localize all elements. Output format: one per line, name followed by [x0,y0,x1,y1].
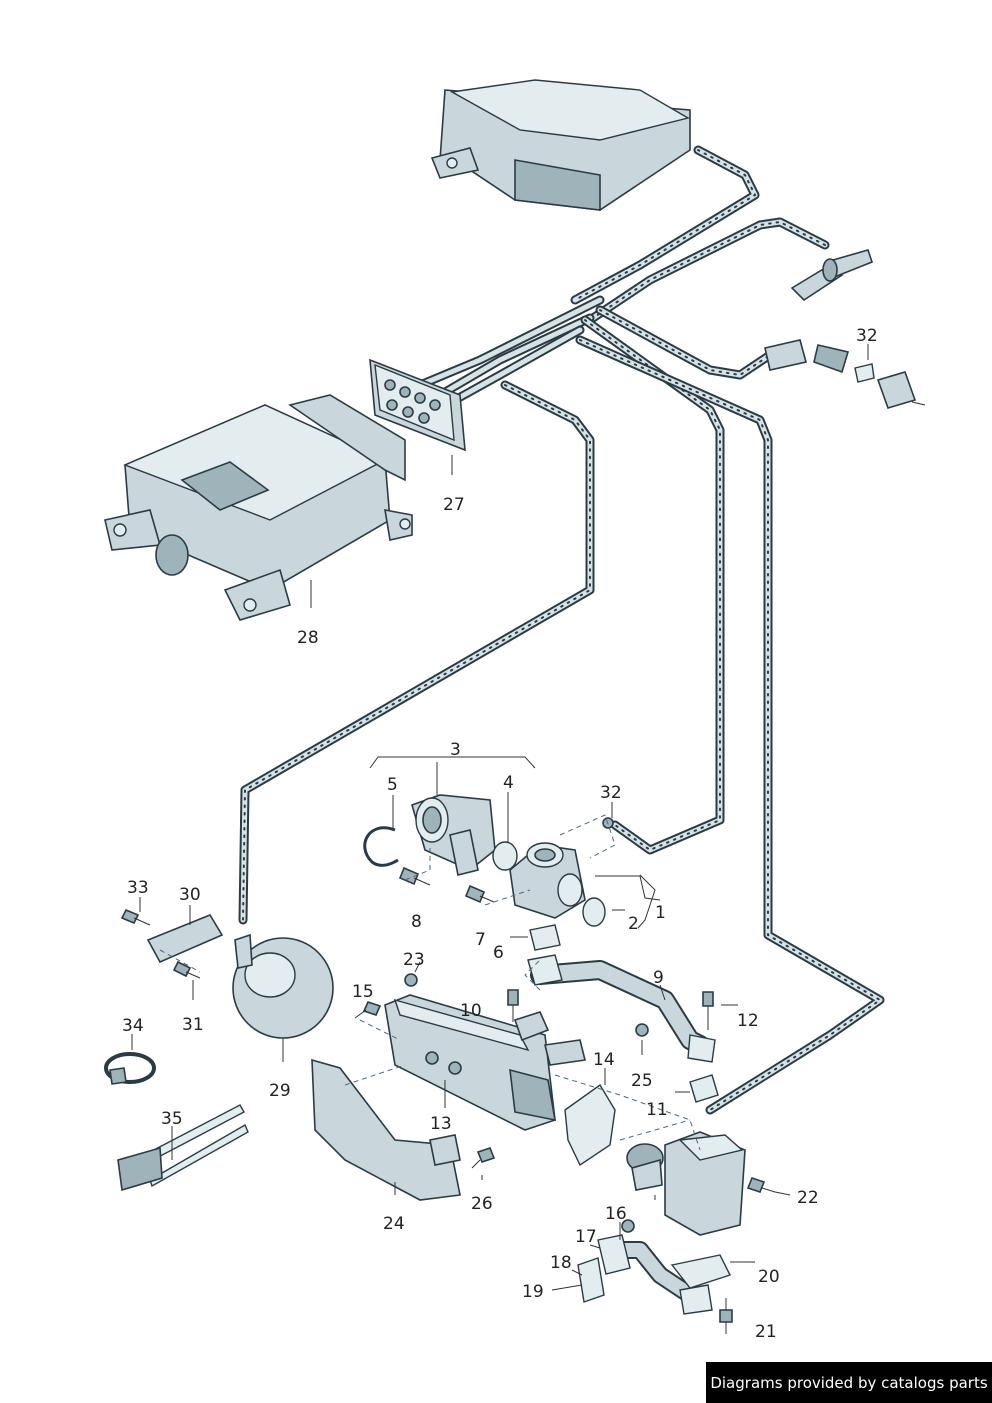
callout-17: 17 [575,1227,597,1247]
gasket-6 [529,924,561,951]
bracket-30 [146,914,224,964]
spring-clip [363,826,399,867]
credit-text: Diagrams provided by catalogs parts [710,1373,988,1392]
callout-16: 16 [605,1204,627,1224]
hose-clamp [104,1052,156,1085]
callout-7: 7 [475,930,486,950]
callout-28: 28 [297,628,319,648]
vacuum-reservoir [232,933,334,1039]
callout-33: 33 [127,878,149,898]
callout-26: 26 [471,1194,493,1214]
throttle-body [411,794,496,876]
egr-cooler [384,994,586,1131]
leader-lines [131,344,869,1310]
gasket-14 [564,1083,616,1167]
bracket-24 [311,1058,461,1201]
bracket-13 [429,1134,461,1166]
callout-30: 30 [179,885,201,905]
assembly-lines [159,814,701,1151]
callout-10: 10 [460,1001,482,1021]
o-ring-2 [582,897,606,927]
check-valve-upper [790,249,873,302]
callout-13: 13 [430,1114,452,1134]
callout-4: 4 [503,773,514,793]
callout-8: 8 [411,912,422,932]
air-filter-housing [430,79,691,211]
control-unit [104,394,413,621]
callout-6: 6 [493,943,504,963]
callout-29: 29 [269,1081,291,1101]
cable-tie [117,1104,249,1192]
vacuum-hoses [238,145,885,1115]
callout-25: 25 [631,1071,653,1091]
callout-31: 31 [182,1015,204,1035]
callout-18: 18 [550,1253,572,1273]
gasket-18 [577,1257,605,1303]
bolts [120,817,776,1334]
callout-15: 15 [352,982,374,1002]
valve-with-clip [764,339,926,409]
callout-11: 11 [646,1100,668,1120]
callout-23: 23 [403,950,425,970]
callout-labels: 1 2 3 4 5 6 7 8 9 10 11 12 13 14 15 16 1… [122,326,878,1342]
o-ring-4 [492,841,518,871]
callout-3: 3 [450,740,461,760]
callout-32-lower: 32 [600,783,622,803]
callout-35: 35 [161,1109,183,1129]
callout-21: 21 [755,1322,777,1342]
callout-24: 24 [383,1214,405,1234]
callout-20: 20 [758,1267,780,1287]
callout-19: 19 [522,1282,544,1302]
callout-32-upper: 32 [856,326,878,346]
callout-5: 5 [387,775,398,795]
gasket-11 [689,1074,719,1103]
callout-9: 9 [653,968,664,988]
callout-12: 12 [737,1011,759,1031]
callout-1: 1 [655,903,666,923]
credit-banner: Diagrams provided by catalogs parts [706,1362,992,1403]
lower-pipe [597,1234,731,1315]
callout-27: 27 [443,495,465,515]
callout-2: 2 [628,914,639,934]
callout-14: 14 [593,1050,615,1070]
egr-valve [509,842,586,919]
callout-34: 34 [122,1016,144,1036]
connector-plate [369,358,466,452]
egr-cooler-valve [626,1131,746,1236]
callout-22: 22 [797,1188,819,1208]
